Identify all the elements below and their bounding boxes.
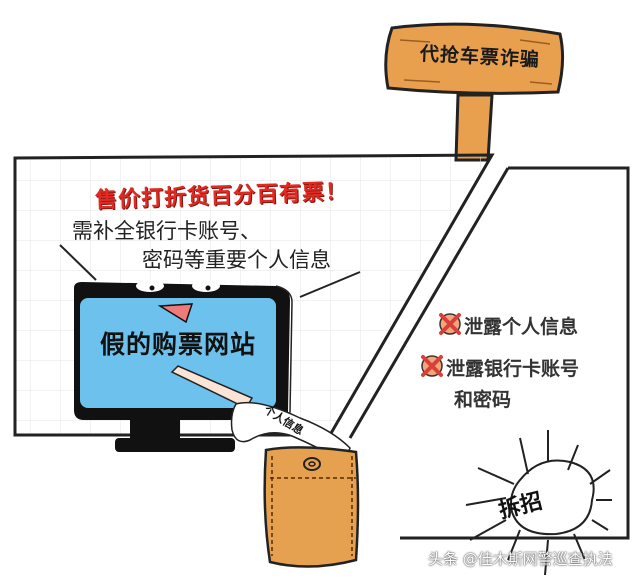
speech-line-2: 密码等重要个人信息 — [142, 248, 331, 272]
risk-item-personal-info: 泄露个人信息 — [438, 312, 578, 339]
signpost — [384, 22, 565, 162]
risk-text: 泄露个人信息 — [464, 316, 579, 338]
risk-text-line2: 和密码 — [454, 389, 512, 411]
monitor-screen — [80, 298, 276, 408]
bubble-pointer-right — [299, 271, 361, 298]
risk-item-bank-card: 泄露银行卡账号 和密码 — [420, 354, 579, 412]
burst-shape — [465, 430, 612, 576]
bubble-pointer-left — [59, 244, 97, 281]
risk-text-line1: 泄露银行卡账号 — [446, 358, 580, 380]
monitor-screen-text: 假的购票网站 — [99, 330, 256, 359]
red-x-icon — [420, 354, 444, 378]
speech-line-1: 需补全银行卡账号、 — [72, 219, 261, 243]
right-panel — [348, 166, 630, 540]
pocket — [263, 446, 360, 568]
red-x-icon — [438, 312, 462, 336]
watermark: 头条 @佳木斯网警巡查执法 — [428, 550, 613, 568]
monitor — [74, 280, 293, 452]
